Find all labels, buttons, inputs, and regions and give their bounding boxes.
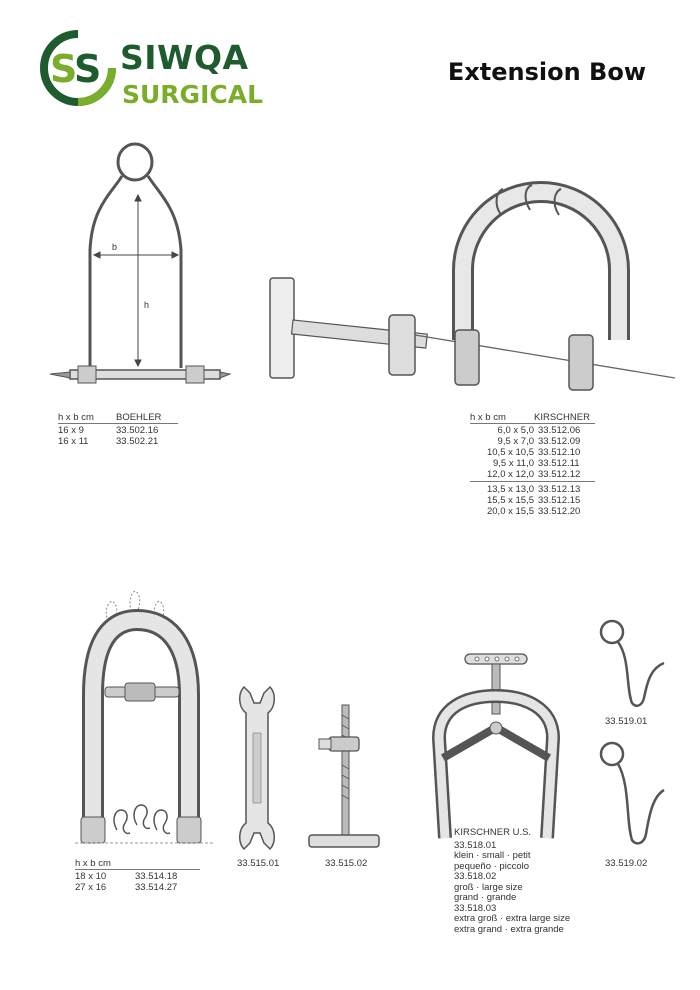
wrench-code: 33.515.01 bbox=[237, 858, 280, 869]
brand-subname: SURGICAL bbox=[122, 80, 264, 109]
t-key-illustration bbox=[308, 704, 380, 848]
column-header-name: KIRSCHNER bbox=[534, 412, 590, 423]
large-bow-table: h x b cm 18 x 10 33.514.18 27 x 16 33.51… bbox=[75, 858, 200, 893]
svg-text:S: S bbox=[50, 47, 77, 91]
hook-large-illustration bbox=[599, 741, 665, 845]
table-row: 16 x 9 33.502.16 bbox=[58, 425, 159, 436]
kirschner-us-title: KIRSCHNER U.S. bbox=[454, 827, 532, 838]
column-header-dimension: h x b cm bbox=[470, 412, 506, 423]
column-header-name: BOEHLER bbox=[116, 412, 162, 423]
brand-name: SIWQA bbox=[120, 38, 249, 77]
boehler-bow-illustration: b h bbox=[49, 142, 232, 384]
table-row: 16 x 11 33.502.21 bbox=[58, 436, 159, 447]
table-row: 27 x 16 33.514.27 bbox=[75, 882, 178, 893]
logo-mark-icon: S S bbox=[40, 30, 116, 106]
dimension-b-label: b bbox=[112, 242, 117, 252]
boehler-table: h x b cm BOEHLER 16 x 9 33.502.16 16 x 1… bbox=[58, 412, 178, 447]
hook-small-illustration bbox=[599, 619, 665, 707]
column-header-dimension: h x b cm bbox=[75, 858, 111, 869]
table-row: 18 x 10 33.514.18 bbox=[75, 871, 178, 882]
hook-large-code: 33.519.02 bbox=[605, 858, 648, 869]
dimension-h-label: h bbox=[144, 300, 149, 310]
kirschner-bow-illustration bbox=[269, 181, 676, 391]
t-key-code: 33.515.02 bbox=[325, 858, 368, 869]
svg-text:S: S bbox=[74, 47, 101, 91]
kirschner-us-description: KIRSCHNER U.S. 33.518.01 klein · small ·… bbox=[454, 827, 604, 935]
wrench-illustration bbox=[239, 685, 275, 851]
page-title: Extension Bow bbox=[447, 58, 646, 86]
brand-logo: S S SIWQA SURGICAL bbox=[38, 28, 263, 110]
column-header-dimension: h x b cm bbox=[58, 412, 94, 423]
hook-small-code: 33.519.01 bbox=[605, 716, 648, 727]
kirschner-us-illustration bbox=[431, 653, 561, 839]
large-bow-illustration bbox=[75, 590, 215, 844]
